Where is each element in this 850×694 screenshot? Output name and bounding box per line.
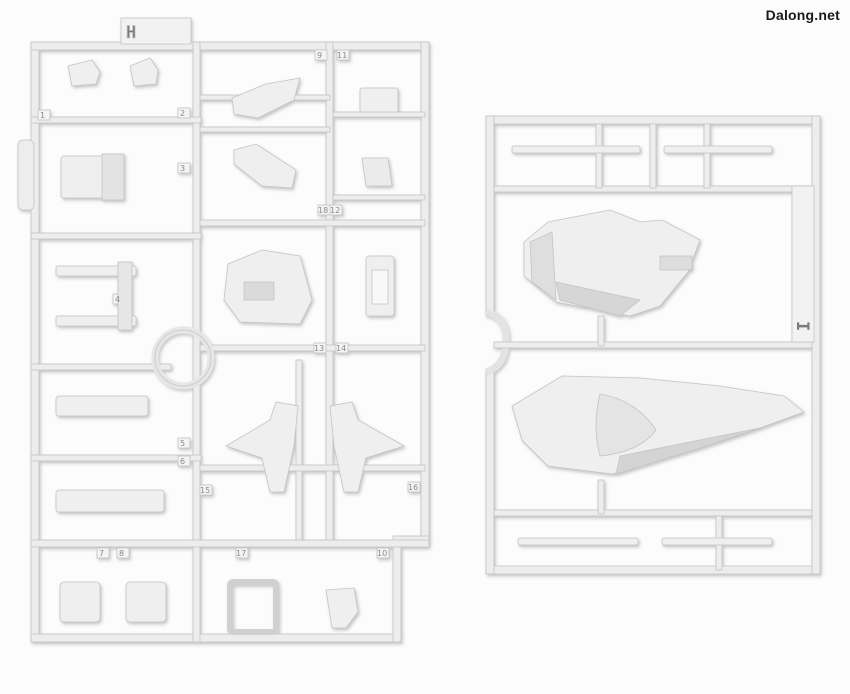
gate-number: 11 xyxy=(337,51,347,60)
gate-number: 15 xyxy=(200,486,210,495)
runner-i: I xyxy=(484,115,821,575)
gate-number: 18 xyxy=(318,206,328,215)
gate-number: 2 xyxy=(180,109,185,118)
gate-number: 8 xyxy=(119,549,124,558)
gate-number: 12 xyxy=(330,206,340,215)
runner-h: H 1 2 3 4 5 6 7 8 9 10 11 12 13 14 15 16… xyxy=(17,17,430,643)
gate-number: 16 xyxy=(408,483,418,492)
gate-number: 10 xyxy=(377,549,387,558)
runner-i-parts xyxy=(511,145,805,546)
runner-i-tag-letter: I xyxy=(792,321,812,331)
runner-h-gate-plates xyxy=(37,49,421,559)
gate-number: 14 xyxy=(336,344,346,353)
runner-h-parts xyxy=(55,57,405,635)
runner-h-tag-letter: H xyxy=(126,23,136,43)
runner-h-gate-numbers: 1 2 3 4 5 6 7 8 9 10 11 12 13 14 15 16 1… xyxy=(40,51,418,558)
gate-number: 13 xyxy=(314,344,324,353)
runner-i-frame xyxy=(484,115,821,575)
gate-number: 17 xyxy=(236,549,246,558)
gate-number: 5 xyxy=(180,439,185,448)
gate-number: 4 xyxy=(115,295,120,304)
watermark-text: Dalong.net xyxy=(765,7,840,23)
gate-number: 9 xyxy=(317,51,322,60)
gate-number: 7 xyxy=(99,549,104,558)
gate-number: 6 xyxy=(180,457,185,466)
gate-number: 3 xyxy=(180,164,185,173)
gate-number: 1 xyxy=(40,111,45,120)
